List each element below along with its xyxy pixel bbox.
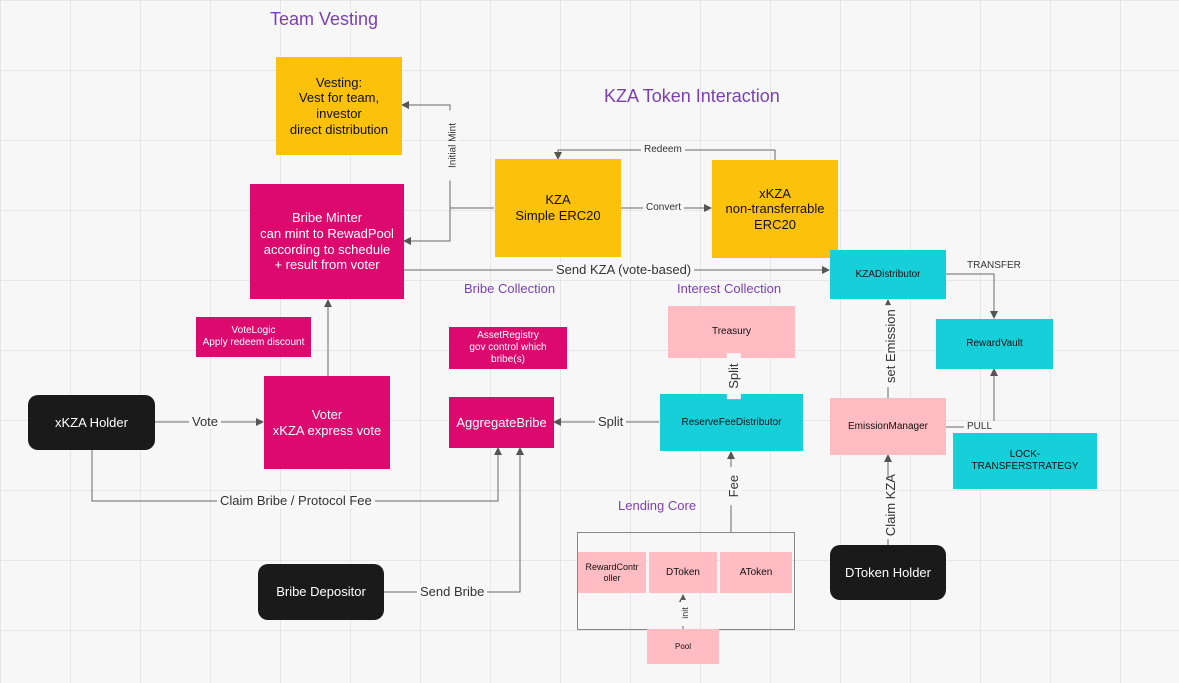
heading-bribe-collection: Bribe Collection bbox=[464, 281, 556, 296]
edge-send-bribe bbox=[384, 447, 524, 593]
edge-label-transfer: TRANSFER bbox=[964, 260, 1024, 271]
edge-label-split-left: Split bbox=[595, 414, 627, 430]
node-xkza-holder[interactable]: xKZA Holder bbox=[28, 395, 155, 450]
heading-kza-token-interaction: KZA Token Interaction bbox=[604, 86, 780, 106]
node-dtoken[interactable]: DToken bbox=[649, 552, 717, 593]
edge-initial-mint-bribe-minter bbox=[403, 208, 451, 245]
edge-label-send-kza: Send KZA (vote-based) bbox=[553, 262, 695, 278]
node-reserve-fee-distributor[interactable]: ReserveFeeDistributor bbox=[660, 394, 803, 451]
edge-label-pull: PULL bbox=[964, 421, 996, 432]
edge-label-send-bribe: Send Bribe bbox=[417, 584, 488, 600]
node-asset-registry[interactable]: AssetRegistry gov control which bribe(s) bbox=[449, 327, 567, 369]
edge-label-set-emission: set Emission bbox=[883, 305, 899, 388]
node-vesting[interactable]: Vesting: Vest for team, investor direct … bbox=[276, 57, 402, 155]
node-lock-transfer-strategy[interactable]: LOCK- TRANSFERSTRATEGY bbox=[953, 433, 1097, 489]
node-emission-manager[interactable]: EmissionManager bbox=[830, 398, 946, 455]
edge-label-init: init bbox=[680, 599, 691, 626]
edge-label-claim-kza: Claim KZA bbox=[883, 474, 899, 540]
edge-label-initial-mint: Initial Mint bbox=[447, 110, 459, 181]
heading-lending-core: Lending Core bbox=[618, 498, 697, 513]
node-pool[interactable]: Pool bbox=[647, 629, 719, 664]
edge-label-fee: Fee bbox=[726, 467, 742, 506]
node-xkza[interactable]: xKZA non-transferrable ERC20 bbox=[712, 160, 838, 258]
node-bribe-minter[interactable]: Bribe Minter can mint to RewadPool accor… bbox=[250, 184, 404, 299]
node-atoken[interactable]: AToken bbox=[720, 552, 792, 593]
node-aggregate-bribe[interactable]: AggregateBribe bbox=[449, 397, 554, 448]
node-reward-controller[interactable]: RewardContr oller bbox=[578, 552, 646, 593]
edge-transfer bbox=[946, 273, 998, 319]
heading-interest-collection: Interest Collection bbox=[677, 281, 782, 296]
edge-label-redeem: Redeem bbox=[641, 144, 685, 155]
edge-pull bbox=[946, 368, 998, 428]
node-vote-logic[interactable]: VoteLogic Apply redeem discount bbox=[196, 317, 311, 357]
node-reward-vault[interactable]: RewardVault bbox=[936, 319, 1053, 369]
node-dtoken-holder[interactable]: DToken Holder bbox=[830, 545, 946, 600]
node-bribe-depositor[interactable]: Bribe Depositor bbox=[258, 564, 384, 620]
node-voter[interactable]: Voter xKZA express vote bbox=[264, 376, 390, 469]
node-kza-distributor[interactable]: KZADistributor bbox=[830, 250, 946, 299]
edge-label-convert: Convert bbox=[643, 202, 685, 213]
edge-label-vote: Vote bbox=[189, 414, 222, 430]
heading-team-vesting: Team Vesting bbox=[270, 9, 379, 29]
edge-label-claim-bribe: Claim Bribe / Protocol Fee bbox=[217, 493, 375, 509]
node-kza[interactable]: KZA Simple ERC20 bbox=[495, 159, 621, 257]
node-treasury[interactable]: Treasury bbox=[668, 306, 795, 358]
edge-label-split-up: Split bbox=[726, 353, 742, 400]
